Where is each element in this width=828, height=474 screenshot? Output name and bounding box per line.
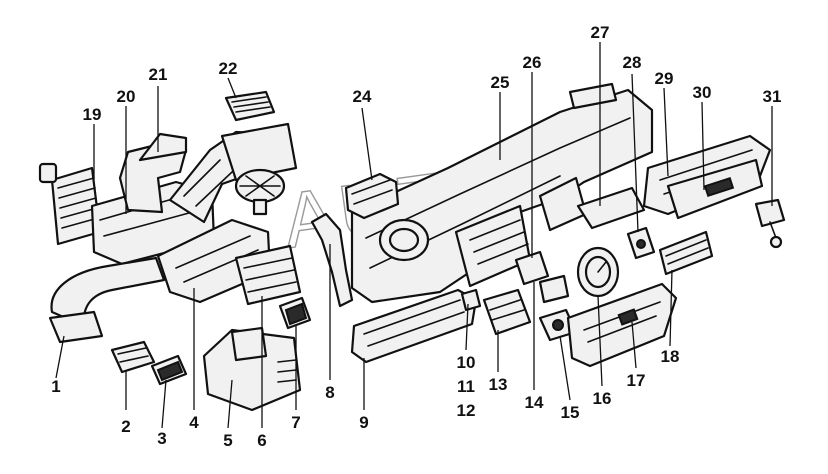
- part-connector-31: [754, 198, 786, 249]
- callout-19: 19: [83, 105, 102, 124]
- part-bracket: [310, 212, 354, 308]
- part-small-vent-2: [110, 340, 156, 374]
- callout-14: 14: [525, 393, 544, 412]
- callout-24: 24: [353, 87, 372, 106]
- callout-10: 10: [457, 353, 476, 372]
- callout-4: 4: [189, 413, 199, 432]
- callout-5: 5: [223, 431, 232, 450]
- callout-15: 15: [561, 403, 580, 422]
- callout-12: 12: [457, 401, 476, 420]
- callout-9: 9: [359, 413, 368, 432]
- callout-11: 11: [457, 377, 475, 396]
- part-center-console-panel: [566, 282, 678, 368]
- callout-27: 27: [591, 23, 610, 42]
- callout-8: 8: [325, 383, 334, 402]
- callout-29: 29: [655, 69, 674, 88]
- callout-30: 30: [693, 83, 712, 102]
- part-small-vent-7: [278, 296, 312, 330]
- part-lower-trim: [350, 288, 478, 364]
- part-vent-18: [658, 230, 714, 276]
- callout-28: 28: [623, 53, 642, 72]
- part-air-inlet: [224, 90, 276, 122]
- part-glovebox: [576, 186, 646, 230]
- part-small-vent-3: [150, 354, 188, 386]
- part-knob-15: [538, 308, 578, 342]
- callout-7: 7: [291, 413, 300, 432]
- part-switch-13: [482, 288, 532, 336]
- callout-13: 13: [489, 375, 508, 394]
- callout-6: 6: [257, 431, 266, 450]
- part-defroster-vent: [344, 172, 400, 220]
- part-blower-fan: [220, 122, 298, 216]
- callout-25: 25: [491, 73, 510, 92]
- callout-labels: 1 2 3 4 5 6 7 8 9 10 11 12 13 14 15 16 1…: [51, 23, 781, 450]
- part-center-vent: [234, 244, 302, 306]
- callout-26: 26: [523, 53, 542, 72]
- callout-17: 17: [627, 371, 646, 390]
- part-lower-duct: [202, 326, 302, 412]
- callout-20: 20: [117, 87, 136, 106]
- part-right-end-vent: [666, 158, 764, 220]
- callout-22: 22: [219, 59, 238, 78]
- callout-31: 31: [763, 87, 782, 106]
- part-clip-28: [626, 226, 656, 260]
- part-heater-core: [38, 162, 102, 246]
- callout-18: 18: [661, 347, 680, 366]
- callout-21: 21: [149, 65, 168, 84]
- part-gauge-16: [576, 246, 620, 298]
- part-left-vent-pipe: [48, 256, 166, 344]
- part-air-duct-left: [118, 132, 188, 214]
- callout-3: 3: [157, 429, 166, 448]
- callout-2: 2: [121, 417, 130, 436]
- callout-16: 16: [593, 389, 612, 408]
- part-switch-10: [460, 288, 482, 312]
- leader-lines: [55, 42, 773, 429]
- part-switch-14: [514, 250, 570, 304]
- callout-1: 1: [51, 377, 60, 396]
